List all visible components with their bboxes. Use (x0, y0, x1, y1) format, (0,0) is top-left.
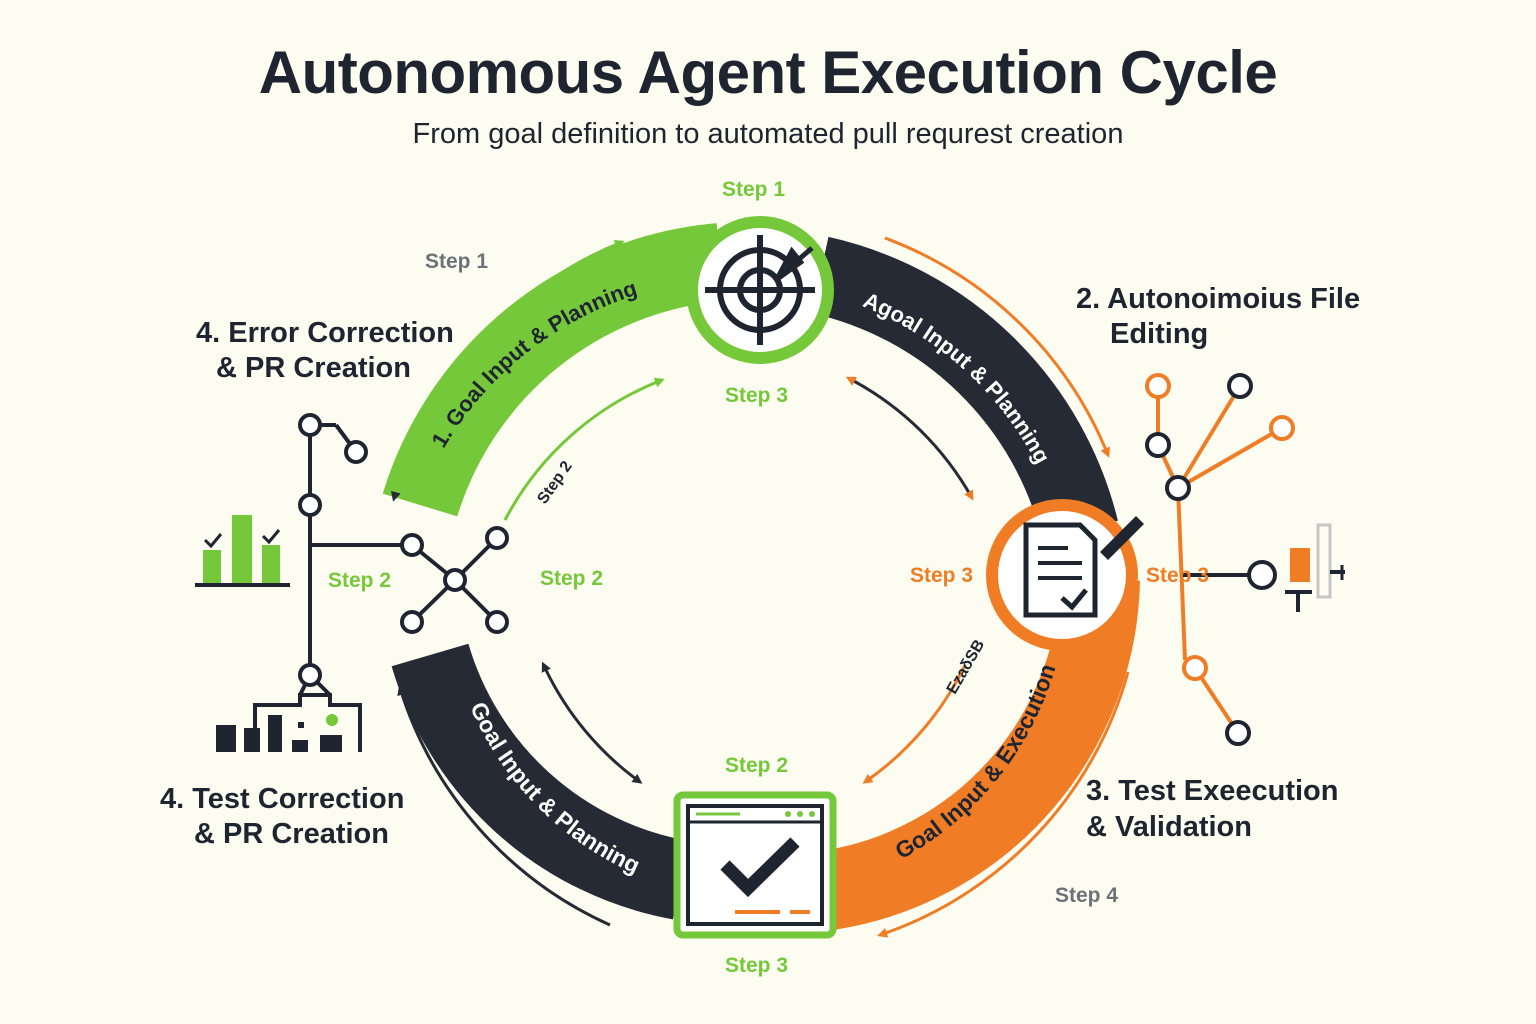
page-subtitle: From goal definition to automated pull r… (412, 118, 1124, 150)
page-title: Autonomous Agent Execution Cycle (258, 39, 1278, 106)
label-error-correction-line1: 4. Error Correction (196, 317, 454, 349)
right-node (986, 499, 1144, 651)
browser-check-icon (686, 804, 824, 926)
inner-arrow-orange (862, 664, 967, 784)
outer-arrow-orange-bottom (877, 671, 1130, 938)
label-file-editing-line2: Editing (1110, 318, 1208, 350)
label-error-correction-line2: & PR Creation (216, 352, 411, 384)
inner-arrow-green (503, 377, 665, 521)
arc-dark-top-right (811, 236, 1118, 540)
step-label-right-right: Step 3 (1146, 564, 1209, 587)
inner-arrow-dark-right (845, 376, 974, 501)
bottom-node (673, 791, 837, 939)
step-label-garbled: EzaδSB (944, 637, 988, 697)
outer-arrow-green (391, 239, 625, 502)
label-file-editing-line1: 2. Autonoimoius File (1076, 283, 1360, 315)
inner-arrow-dark-left (541, 661, 643, 784)
step-label-upper-left: Step 1 (425, 250, 488, 273)
outer-arrow-orange-top (884, 236, 1111, 458)
step-label-bottom-above: Step 2 (725, 754, 788, 777)
step-label-top-below: Step 3 (725, 384, 788, 407)
arc-dark-bottom-left (391, 643, 688, 920)
step-label-lower-right: Step 4 (1055, 884, 1118, 907)
branch-tree-icon (1145, 373, 1295, 746)
label-test-execution-line1: 3. Test Exeecution (1086, 775, 1339, 807)
step-label-top-above: Step 1 (722, 178, 785, 201)
step-label-left-inner: Step 2 (328, 569, 391, 592)
step-label-center-left: Step 2 (540, 567, 603, 590)
document-edit-icon (1023, 516, 1144, 618)
label-test-execution-line2: & Validation (1086, 811, 1252, 843)
label-test-correction-line1: 4. Test Correction (160, 783, 404, 815)
step-label-bottom-below: Step 3 (725, 954, 788, 977)
step-label-right-left: Step 3 (910, 564, 973, 587)
top-node (686, 216, 834, 364)
bar-chart-icon (195, 515, 290, 587)
network-icon (298, 413, 509, 697)
building-blocks-icon (216, 693, 362, 752)
label-test-correction-line2: & PR Creation (194, 818, 389, 850)
outer-arrow-dark-bottom (397, 685, 611, 927)
target-icon (705, 235, 815, 345)
slider-icon (1285, 523, 1345, 612)
